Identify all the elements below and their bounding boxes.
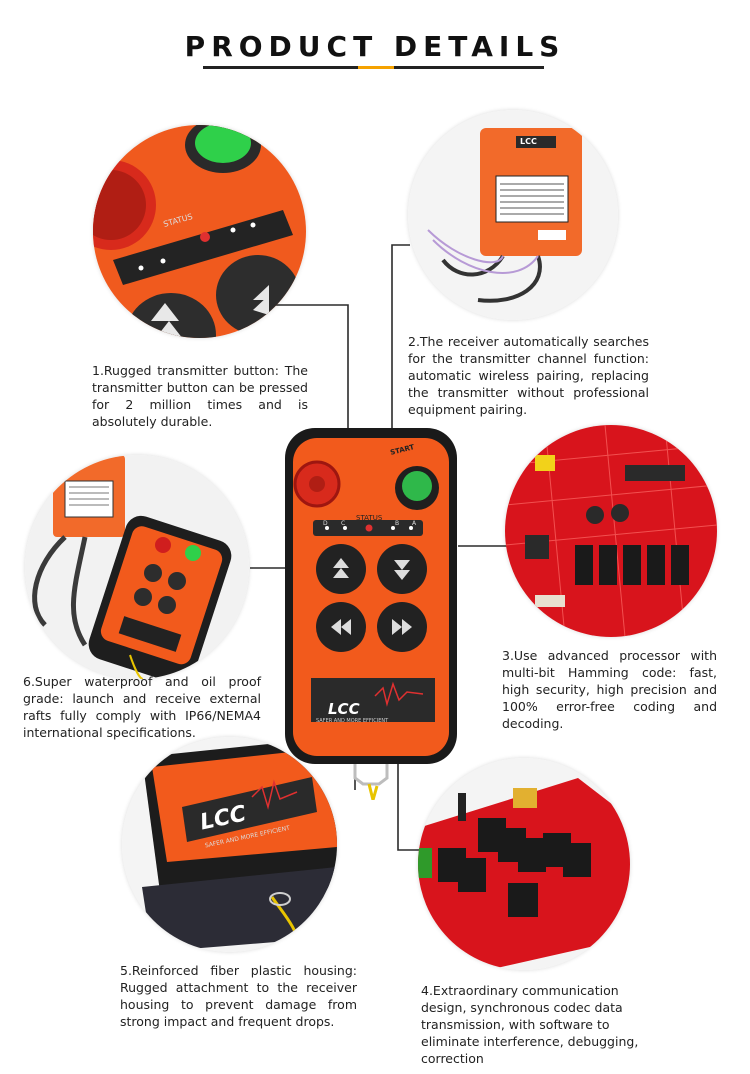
transmitter-button-closeup — [93, 125, 306, 338]
title-underline-right — [394, 66, 544, 69]
receiver-brand: LCC — [520, 137, 537, 146]
remote-indicator-b: B — [395, 520, 400, 527]
processor-board-closeup — [505, 425, 717, 637]
title-underline — [203, 66, 358, 69]
feature-3-text: 3.Use advanced processor with multi-bit … — [502, 648, 717, 731]
remote-status-label: STATUS — [356, 514, 383, 522]
title-underline-accent — [358, 66, 394, 69]
feature-4-text: 4.Extraordinary communication design, sy… — [421, 983, 639, 1066]
feature-1-text: 1.Rugged transmitter button: The transmi… — [92, 363, 308, 429]
feature-5-text: 5.Reinforced fiber plastic housing: Rugg… — [120, 963, 357, 1029]
remote-control — [285, 428, 457, 800]
remote-brand: LCC — [328, 700, 360, 718]
feature-6-text: 6.Super waterproof and oil proof grade: … — [23, 674, 261, 740]
receiver-closeup — [408, 110, 618, 320]
remote-indicator-d: D — [323, 520, 328, 527]
remote-indicator-c: C — [341, 520, 346, 527]
housing-closeup — [122, 737, 337, 952]
full-set-closeup — [25, 455, 249, 679]
page-title: PRODUCT DETAILS — [184, 30, 566, 63]
remote-slogan: SAFER AND MORE EFFICIENT — [316, 718, 389, 724]
feature-2-text: 2.The receiver automatically searches fo… — [408, 334, 649, 417]
remote-indicator-a: A — [412, 520, 417, 527]
communication-board-closeup — [418, 758, 630, 970]
